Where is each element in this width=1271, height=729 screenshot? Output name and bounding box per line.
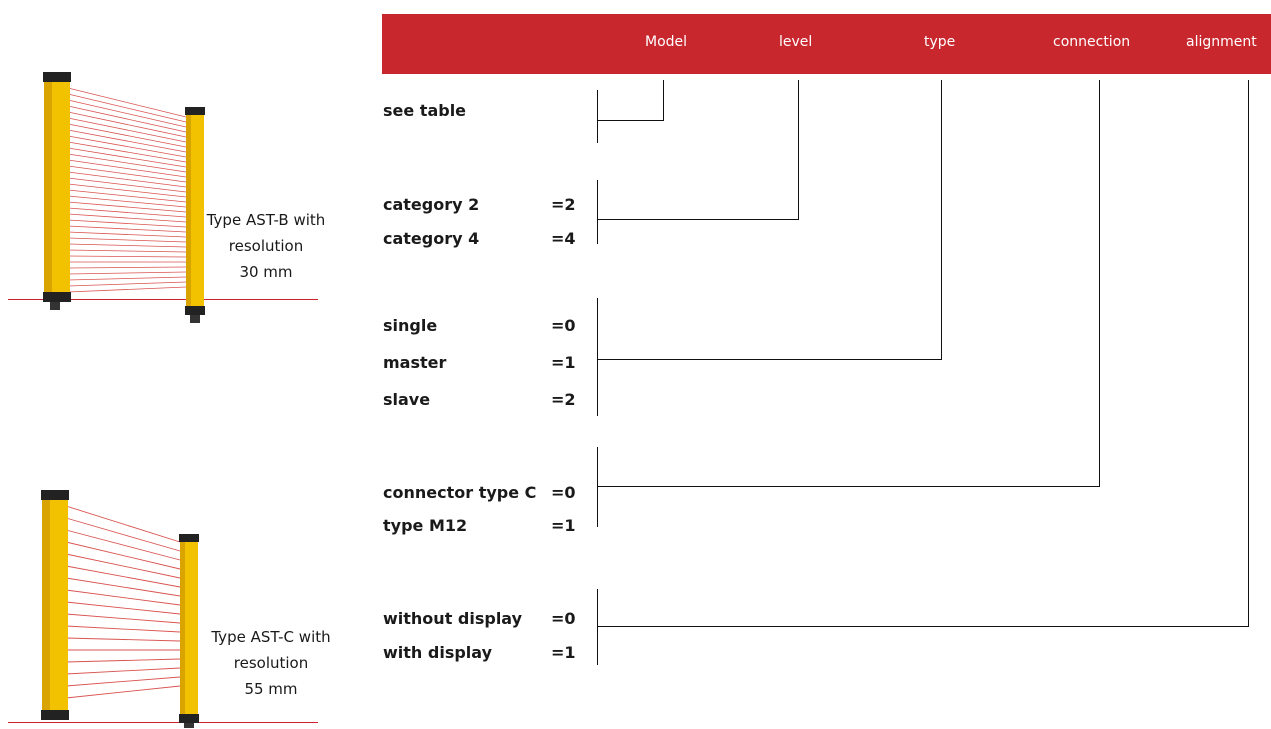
option-category-2: category 2 bbox=[383, 195, 480, 214]
option-master: master bbox=[383, 353, 447, 372]
option-type-m12: type M12 bbox=[383, 516, 468, 535]
product-caption-ast-c: Type AST-C with resolution 55 mm bbox=[205, 624, 337, 702]
model-connector-line bbox=[597, 80, 664, 121]
code-category-2: =2 bbox=[551, 195, 576, 214]
caption-line: Type AST-B with bbox=[206, 211, 326, 229]
receiver-column bbox=[185, 107, 205, 323]
code-with-display: =1 bbox=[551, 643, 576, 662]
header-type: type bbox=[924, 34, 956, 50]
header-connection: connection bbox=[1053, 34, 1131, 50]
caption-line: resolution bbox=[233, 654, 309, 672]
caption-line: Type AST-C with bbox=[211, 628, 331, 646]
light-curtain-icon bbox=[41, 490, 199, 728]
option-category-4: category 4 bbox=[383, 229, 480, 248]
header-level: level bbox=[779, 34, 813, 50]
code-slave: =2 bbox=[551, 390, 576, 409]
code-master: =1 bbox=[551, 353, 576, 372]
option-without-display: without display bbox=[383, 609, 523, 628]
alignment-connector-line bbox=[597, 80, 1249, 627]
code-single: =0 bbox=[551, 316, 576, 335]
header-bar bbox=[382, 14, 1271, 74]
beam-lines bbox=[67, 87, 187, 293]
connection-connector-line bbox=[597, 80, 1100, 487]
code-category-4: =4 bbox=[551, 229, 576, 248]
option-slave: slave bbox=[383, 390, 431, 409]
emitter-column bbox=[43, 72, 71, 310]
option-see-table: see table bbox=[383, 101, 467, 120]
caption-line: 55 mm bbox=[244, 680, 298, 698]
beam-lines bbox=[65, 505, 181, 699]
header-alignment: alignment bbox=[1186, 34, 1257, 50]
option-with-display: with display bbox=[383, 643, 493, 662]
receiver-column bbox=[179, 534, 199, 728]
option-single: single bbox=[383, 316, 438, 335]
code-type-m12: =1 bbox=[551, 516, 576, 535]
level-connector-line bbox=[597, 80, 799, 220]
code-without-display: =0 bbox=[551, 609, 576, 628]
code-connector-type-c: =0 bbox=[551, 483, 576, 502]
option-connector-type-c: connector type C bbox=[383, 483, 537, 502]
header-model: Model bbox=[645, 34, 688, 50]
type-connector-line bbox=[597, 80, 942, 360]
emitter-column bbox=[41, 490, 69, 720]
caption-line: 30 mm bbox=[239, 263, 293, 281]
product-caption-ast-b: Type AST-B with resolution 30 mm bbox=[200, 207, 332, 285]
caption-line: resolution bbox=[228, 237, 304, 255]
light-curtain-icon bbox=[43, 72, 205, 323]
